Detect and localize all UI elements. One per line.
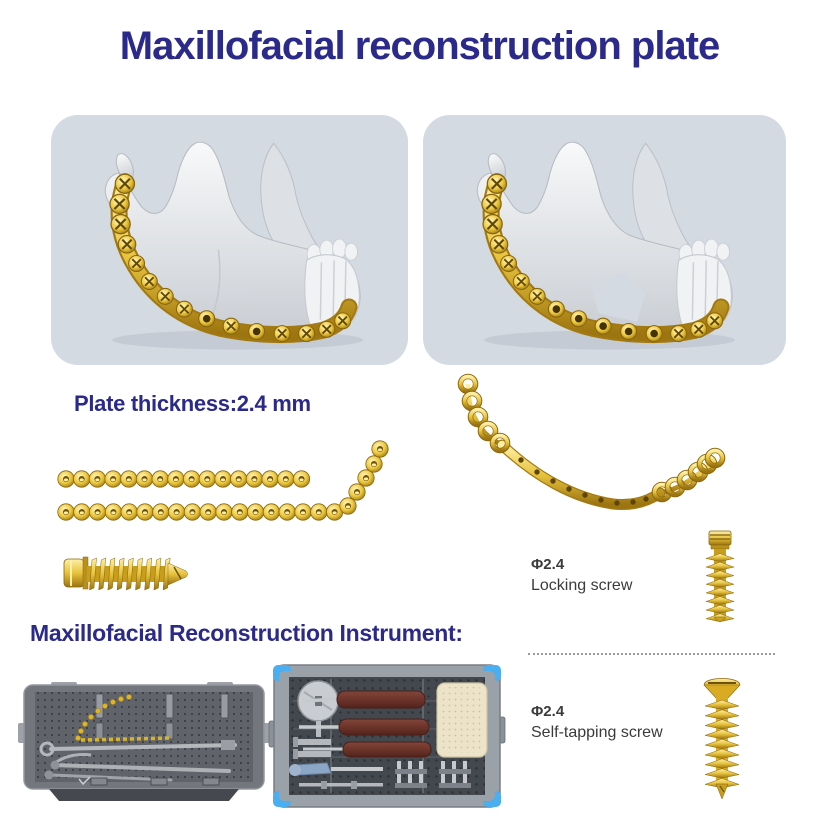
mandible-plate-defect-illustration — [476, 141, 736, 351]
locking-screw-side-illustration — [63, 556, 188, 591]
locking-screw-diameter: Φ2.4 — [531, 556, 565, 573]
screw-instrument-case-illustration — [268, 664, 506, 808]
locking-screw-label: Φ2.4 Locking screw — [531, 554, 632, 596]
mandible-plate-intact-illustration — [104, 141, 364, 351]
locking-screw-illustration — [705, 530, 735, 622]
page-title: Maxillofacial reconstruction plate — [119, 24, 721, 68]
self-tapping-screw-diameter: Φ2.4 — [531, 703, 565, 720]
curved-reconstruction-plate-illustration — [455, 372, 735, 510]
self-tapping-screw-illustration — [703, 678, 741, 800]
straight-and-angled-plates-illustration — [57, 440, 389, 521]
instrument-section-title: Maxillofacial Reconstruction Instrument: — [30, 620, 463, 646]
gallery-panel-left — [51, 115, 408, 365]
plate-thickness-label: Plate thickness:2.4 mm — [74, 391, 311, 416]
plate-instrument-tray-illustration — [18, 682, 270, 801]
self-tapping-screw-label: Φ2.4 Self-tapping screw — [531, 701, 663, 743]
gallery-panel-right — [423, 115, 786, 365]
dotted-divider — [528, 653, 775, 655]
self-tapping-screw-name: Self-tapping screw — [531, 724, 663, 741]
locking-screw-name: Locking screw — [531, 577, 633, 594]
